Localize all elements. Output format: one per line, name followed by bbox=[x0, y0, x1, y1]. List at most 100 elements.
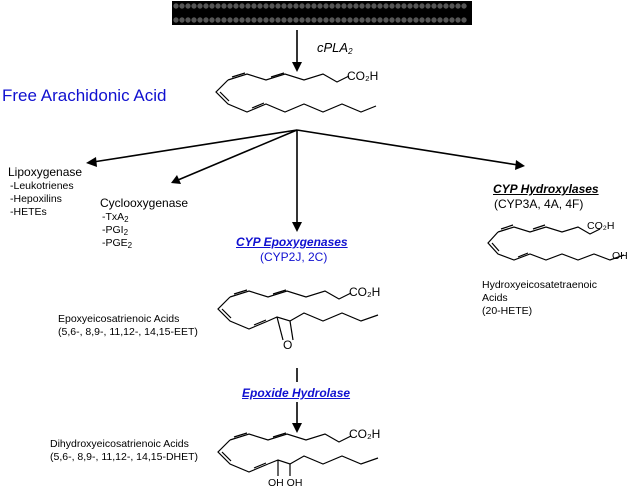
membrane-bead bbox=[442, 16, 450, 24]
membrane-bead bbox=[424, 16, 432, 24]
membrane-bead bbox=[454, 2, 462, 10]
membrane-bead bbox=[220, 16, 228, 24]
membrane-bead bbox=[322, 16, 330, 24]
cyp-hydroxylases-title: CYP Hydroxylases bbox=[493, 182, 599, 196]
membrane-bead bbox=[400, 16, 408, 24]
arrows bbox=[92, 30, 519, 425]
arrowhead-lipoxygenase bbox=[86, 157, 97, 167]
membrane-bead bbox=[346, 16, 354, 24]
membrane-bead bbox=[238, 16, 246, 24]
membrane-bead bbox=[370, 16, 378, 24]
structures bbox=[215, 72, 625, 476]
cpla2-label: cPLA2 bbox=[317, 40, 353, 56]
arrowhead-hydrolase bbox=[292, 423, 302, 433]
membrane-bead bbox=[388, 16, 396, 24]
dhet-name-line1: Dihydroxyeicosatrienoic Acids bbox=[50, 438, 189, 450]
aa-co2h-label: CO₂H bbox=[347, 69, 379, 83]
membrane-bead bbox=[262, 16, 270, 24]
membrane-bead bbox=[460, 2, 468, 10]
arrow-cyclooxygenase bbox=[177, 129, 298, 181]
membrane-bead bbox=[190, 16, 198, 24]
membrane-bead bbox=[244, 16, 252, 24]
membrane-bead bbox=[202, 2, 210, 10]
membrane-bead bbox=[430, 2, 438, 10]
membrane-bead bbox=[364, 2, 372, 10]
cyclooxygenase-item: -PGI2 bbox=[102, 224, 129, 237]
membrane-bead bbox=[310, 16, 318, 24]
membrane-bead bbox=[352, 2, 360, 10]
membrane-bead bbox=[304, 2, 312, 10]
membrane-bead bbox=[364, 16, 372, 24]
eet-co2h-label: CO₂H bbox=[349, 285, 381, 299]
membrane-bead bbox=[256, 2, 264, 10]
cyp-hydroxylases-sub: (CYP3A, 4A, 4F) bbox=[494, 197, 584, 211]
membrane-bead bbox=[226, 16, 234, 24]
cyp-epoxygenases-sub: (CYP2J, 2C) bbox=[260, 250, 328, 264]
membrane-bead bbox=[382, 16, 390, 24]
dhet-oh-labels: OH OH bbox=[268, 477, 303, 489]
membrane-bead bbox=[424, 2, 432, 10]
membrane-bead bbox=[376, 16, 384, 24]
membrane-bead bbox=[430, 16, 438, 24]
membrane-bead bbox=[454, 16, 462, 24]
membrane-bead bbox=[460, 16, 468, 24]
membrane-bead bbox=[334, 2, 342, 10]
membrane-bead bbox=[184, 2, 192, 10]
arrow-hydroxylase bbox=[296, 129, 519, 166]
membrane-bead bbox=[172, 16, 180, 24]
membrane-bead bbox=[436, 16, 444, 24]
membrane-bead bbox=[418, 16, 426, 24]
membrane-bead bbox=[352, 16, 360, 24]
free-arachidonic-acid-label: Free Arachidonic Acid bbox=[2, 86, 167, 105]
membrane-bead bbox=[238, 2, 246, 10]
membrane-bead bbox=[328, 2, 336, 10]
membrane-bead bbox=[172, 2, 180, 10]
membrane-bead bbox=[178, 2, 186, 10]
membrane-bead bbox=[394, 16, 402, 24]
hete-structure bbox=[487, 224, 625, 261]
membrane-bead bbox=[274, 2, 282, 10]
membrane-bead bbox=[214, 16, 222, 24]
eet-structure bbox=[217, 289, 379, 341]
membrane-bead bbox=[214, 2, 222, 10]
membrane-bead bbox=[232, 16, 240, 24]
membrane-bead bbox=[418, 2, 426, 10]
membrane-bead bbox=[382, 2, 390, 10]
lipoxygenase-item: -HETEs bbox=[10, 206, 47, 218]
membrane-bead bbox=[292, 2, 300, 10]
membrane-bead bbox=[286, 16, 294, 24]
membrane-bead bbox=[358, 2, 366, 10]
dhet-name-line2: (5,6-, 8,9-, 11,12-, 14,15-DHET) bbox=[50, 451, 199, 463]
lipoxygenase-title: Lipoxygenase bbox=[8, 165, 83, 179]
membrane-bead bbox=[412, 16, 420, 24]
membrane-bead bbox=[196, 2, 204, 10]
membrane-bead bbox=[406, 2, 414, 10]
membrane-bead bbox=[220, 2, 228, 10]
membrane-bead bbox=[400, 2, 408, 10]
membrane-bead bbox=[448, 16, 456, 24]
membrane-bead bbox=[268, 2, 276, 10]
arrow-lipoxygenase bbox=[92, 129, 298, 163]
lipoxygenase-item: -Hepoxilins bbox=[10, 193, 62, 205]
arachidonic-acid-structure bbox=[215, 72, 377, 113]
membrane-bead bbox=[256, 16, 264, 24]
membrane-bead bbox=[292, 16, 300, 24]
hete-name-line3: (20-HETE) bbox=[482, 305, 533, 317]
membrane-bead bbox=[370, 2, 378, 10]
arrowhead-epoxygenase bbox=[292, 222, 302, 232]
membrane-bead bbox=[190, 2, 198, 10]
lipoxygenase-item: -Leukotrienes bbox=[10, 180, 74, 192]
cyclooxygenase-title: Cyclooxygenase bbox=[100, 196, 189, 210]
membrane-bead bbox=[280, 2, 288, 10]
membrane-bead bbox=[346, 2, 354, 10]
membrane-bead bbox=[388, 2, 396, 10]
arrowhead-cpla2 bbox=[292, 62, 302, 72]
arrowhead-hydroxylase bbox=[515, 160, 525, 170]
hete-oh-label: OH bbox=[612, 250, 628, 262]
membrane-bead bbox=[208, 16, 216, 24]
membrane-bead bbox=[262, 2, 270, 10]
membrane-bead bbox=[448, 2, 456, 10]
membrane-bead bbox=[178, 16, 186, 24]
dhet-structure bbox=[217, 432, 379, 476]
